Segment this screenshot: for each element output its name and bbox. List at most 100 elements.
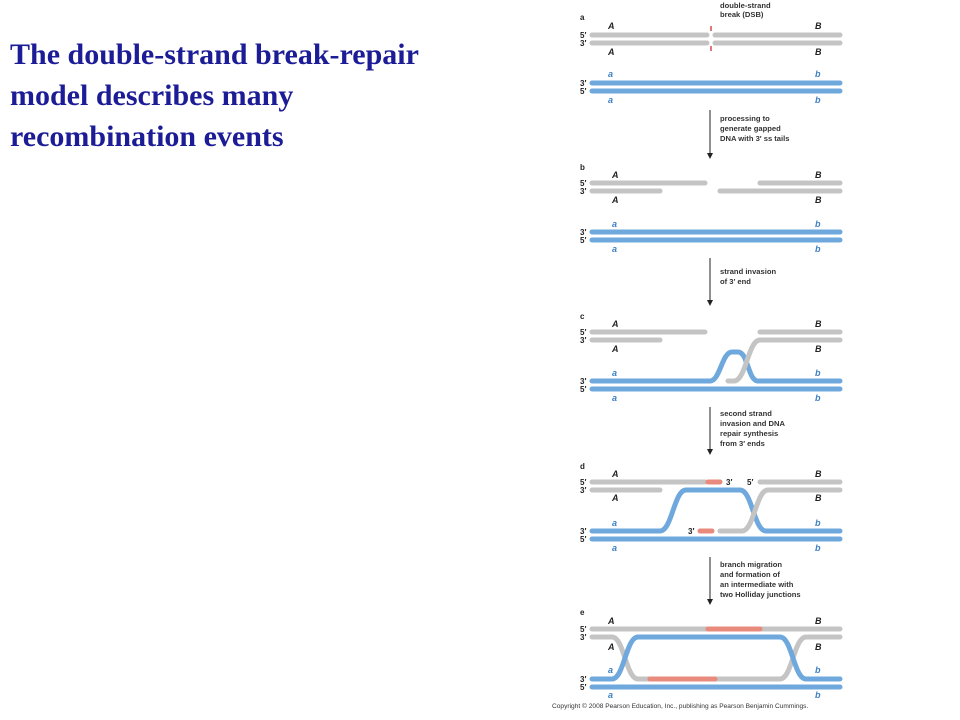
end-3-c1: 3′: [580, 336, 586, 345]
grey-duplex-b: [589, 180, 843, 194]
end-5-b1: 5′: [580, 179, 586, 188]
blue-duplex-a: [589, 80, 843, 94]
label-lower-left-b2: a: [612, 244, 617, 254]
step4-line-2: and formation of: [720, 570, 780, 579]
label-lower-left-d: a: [612, 518, 617, 528]
blue-duplex-d: [589, 487, 843, 542]
step1-line-1: processing to: [720, 114, 770, 123]
grey-duplex-c: [589, 329, 843, 384]
grey-duplex-d: [589, 479, 843, 534]
label-lower-right-d: b: [815, 518, 821, 528]
label-lower-right-b2: b: [815, 244, 821, 254]
panel-e-letter: e: [580, 608, 585, 617]
blue-duplex-c: [589, 349, 843, 392]
end-3-d-repair: 3′: [726, 478, 732, 487]
label-lower-left-b: a: [612, 219, 617, 229]
label-upper-right-b: B: [815, 170, 822, 180]
label-upper-left-c: A: [611, 319, 619, 329]
end-5-a2: 5′: [580, 87, 586, 96]
label-upper-left-b: A: [611, 170, 619, 180]
label-lower-left-c: a: [612, 368, 617, 378]
dsb-label-line-2: break (DSB): [720, 10, 764, 19]
label-lower-right-d2: b: [815, 543, 821, 553]
label-upper-right-e: B: [815, 616, 822, 626]
step1-line-3: DNA with 3′ ss tails: [720, 134, 789, 143]
slide-title: The double-strand break-repair model des…: [10, 34, 530, 157]
step3-line-3: repair synthesis: [720, 429, 778, 438]
label-upper-right-e2: B: [815, 642, 822, 652]
label-upper-left-a2: A: [607, 47, 615, 57]
grey-duplex-a: [589, 32, 843, 46]
step4-line-3: an intermediate with: [720, 580, 794, 589]
label-lower-right-e2: b: [815, 690, 821, 700]
label-upper-left-e2: A: [607, 642, 615, 652]
end-3-d1: 3′: [580, 486, 586, 495]
new-dna-synthesis-d: [697, 479, 723, 534]
panel-d-letter: d: [580, 462, 585, 471]
end-5-a1: 5′: [580, 31, 586, 40]
title-line-1: The double-strand break-repair: [10, 38, 419, 71]
blue-duplex-e: [589, 634, 843, 690]
label-upper-left-c2: A: [611, 344, 619, 354]
end-5-d2: 5′: [580, 535, 586, 544]
label-upper-left-a: A: [607, 21, 615, 31]
end-5-c1: 5′: [580, 328, 586, 337]
end-3-b1: 3′: [580, 187, 586, 196]
end-3-b2: 3′: [580, 228, 586, 237]
label-upper-left-d2: A: [611, 493, 619, 503]
double-strand-break-repair-diagram: a double-strand break (DSB) A B 5′ 3′ A …: [580, 1, 843, 700]
step3-line-2: invasion and DNA: [720, 419, 785, 428]
label-upper-right-d: B: [815, 469, 822, 479]
label-lower-right-c2: b: [815, 393, 821, 403]
panel-b-letter: b: [580, 163, 585, 172]
end-5-e1: 5′: [580, 625, 586, 634]
step4-line-4: two Holliday junctions: [720, 590, 801, 599]
step2-line-2: of 3′ end: [720, 277, 751, 286]
label-upper-right-b2: B: [815, 195, 822, 205]
label-lower-left-c2: a: [612, 393, 617, 403]
end-3-c2: 3′: [580, 377, 586, 386]
step3-line-4: from 3′ ends: [720, 439, 765, 448]
end-5-d-repair: 5′: [747, 478, 753, 487]
end-3-e2: 3′: [580, 675, 586, 684]
label-lower-right-b: b: [815, 219, 821, 229]
step1-line-2: generate gapped: [720, 124, 781, 133]
label-lower-left-e: a: [608, 665, 613, 675]
title-line-3: recombination events: [10, 120, 284, 153]
label-upper-right-a2: B: [815, 47, 822, 57]
end-5-c2: 5′: [580, 385, 586, 394]
label-upper-right-c2: B: [815, 344, 822, 354]
end-3-e1: 3′: [580, 633, 586, 642]
label-lower-left-d2: a: [612, 543, 617, 553]
end-3-a1: 3′: [580, 39, 586, 48]
label-lower-right-e: b: [815, 665, 821, 675]
copyright-notice: Copyright © 2008 Pearson Education, Inc.…: [552, 703, 809, 710]
blue-duplex-b: [589, 229, 843, 243]
end-3-d2: 3′: [580, 527, 586, 536]
label-lower-left-a: a: [608, 69, 613, 79]
label-upper-right-c: B: [815, 319, 822, 329]
end-3-a2: 3′: [580, 79, 586, 88]
label-lower-right-a: b: [815, 69, 821, 79]
label-upper-right-d2: B: [815, 493, 822, 503]
label-lower-left-e2: a: [608, 690, 613, 700]
label-lower-left-a2: a: [608, 95, 613, 105]
label-upper-left-e: A: [607, 616, 615, 626]
end-5-b2: 5′: [580, 236, 586, 245]
step4-line-1: branch migration: [720, 560, 782, 569]
panel-c-letter: c: [580, 312, 585, 321]
label-upper-left-d: A: [611, 469, 619, 479]
new-dna-synthesis-e: [647, 626, 763, 682]
end-3-d-repair2: 3′: [688, 527, 694, 536]
label-lower-right-c: b: [815, 368, 821, 378]
title-line-2: model describes many: [10, 79, 294, 112]
step3-line-1: second strand: [720, 409, 772, 418]
label-lower-right-a2: b: [815, 95, 821, 105]
end-5-d1: 5′: [580, 478, 586, 487]
step2-line-1: strand invasion: [720, 267, 776, 276]
end-5-e2: 5′: [580, 683, 586, 692]
panel-a-letter: a: [580, 13, 585, 22]
label-upper-left-b2: A: [611, 195, 619, 205]
label-upper-right-a: B: [815, 21, 822, 31]
dsb-label-line-1: double-strand: [720, 1, 771, 10]
